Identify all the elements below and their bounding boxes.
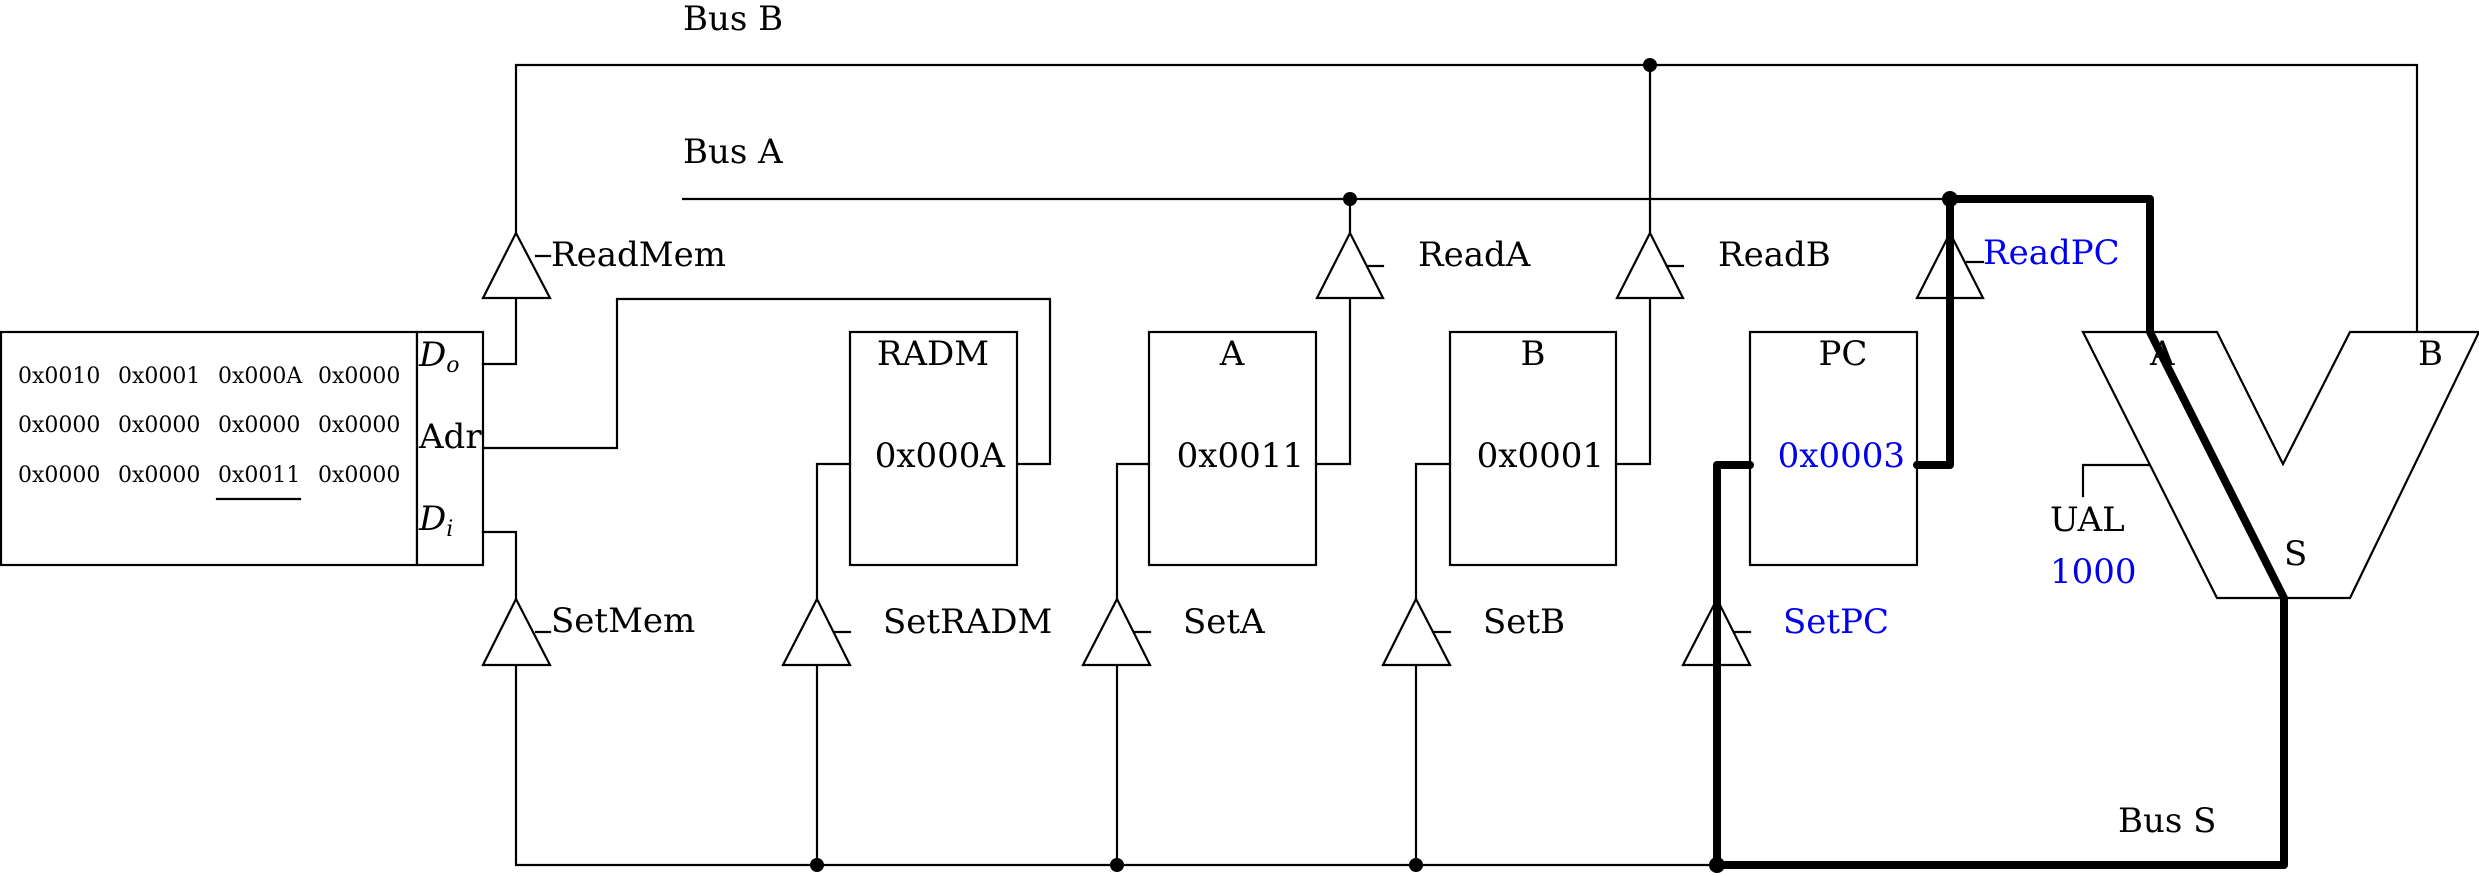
read-a-label: ReadA	[1418, 235, 1531, 275]
alu-opcode[interactable]: 1000	[2050, 552, 2137, 592]
radm-input-wire	[815, 462, 852, 601]
a-output-wire	[1314, 296, 1352, 466]
bus-s-label: Bus S	[2118, 801, 2216, 841]
memory-cell[interactable]: 0x0000	[218, 413, 300, 438]
alu-control-wire	[2081, 463, 2151, 498]
set-radm-label: SetRADM	[883, 602, 1052, 642]
bus-a-label: Bus A	[683, 132, 783, 172]
memory-block: 0x0010 0x0001 0x000A 0x0000 0x0000 0x000…	[0, 330, 485, 567]
register-radm-value: 0x000A	[875, 436, 1006, 476]
set-a-label: SetA	[1183, 602, 1265, 642]
memory-cell[interactable]: 0x0000	[318, 463, 400, 488]
read-mem-buffer[interactable]	[481, 230, 552, 300]
alu-label: UAL	[2050, 500, 2125, 540]
alu-input-b-label: B	[2418, 334, 2443, 374]
bus-a-junction-a	[1343, 192, 1357, 206]
bus-s-junction-pc	[1709, 857, 1725, 873]
port-adr-label: Adr	[418, 417, 482, 457]
memory-array	[0, 330, 419, 567]
register-pc[interactable]	[1748, 330, 1919, 567]
port-di-main: D	[418, 499, 446, 539]
set-pc-label: SetPC	[1783, 602, 1889, 642]
memory-cell[interactable]: 0x0000	[318, 413, 400, 438]
set-mem-buffer[interactable]	[481, 596, 552, 667]
memory-cell[interactable]: 0x0010	[18, 364, 100, 389]
radm-to-adr-wire	[481, 297, 1052, 466]
bus-b-wire	[514, 63, 2419, 334]
memory-cells: 0x0010 0x0001 0x000A 0x0000 0x0000 0x000…	[18, 364, 400, 488]
a-input-wire	[1115, 462, 1151, 601]
active-data-path	[1713, 195, 2288, 869]
register-b-value: 0x0001	[1477, 436, 1604, 476]
set-mem-label: SetMem	[551, 601, 695, 641]
register-a-value: 0x0011	[1177, 436, 1304, 476]
memory-cell[interactable]: 0x0001	[118, 364, 200, 389]
memory-cell[interactable]: 0x0000	[118, 463, 200, 488]
memory-cell[interactable]: 0x0000	[318, 364, 400, 389]
di-wire	[481, 530, 518, 601]
bus-b-label: Bus B	[683, 0, 783, 39]
register-b[interactable]	[1448, 330, 1618, 567]
memory-cell[interactable]: 0x0000	[18, 413, 100, 438]
read-pc-label: ReadPC	[1983, 233, 2120, 273]
bus-a-junction-pc	[1942, 191, 1958, 207]
memory-cell[interactable]: 0x0000	[18, 463, 100, 488]
port-di-label: Di	[418, 499, 453, 542]
read-mem-label: ReadMem	[551, 235, 726, 275]
register-a-name: A	[1219, 334, 1245, 374]
port-di-sub: i	[446, 517, 453, 542]
port-do-label: Do	[418, 335, 460, 378]
register-a[interactable]	[1147, 330, 1318, 567]
do-wire	[481, 296, 518, 366]
register-pc-value: 0x0003	[1778, 436, 1905, 476]
register-b-name: B	[1521, 334, 1546, 374]
memory-cell-selected[interactable]: 0x0011	[218, 463, 300, 488]
memory-cell[interactable]: 0x0000	[118, 413, 200, 438]
register-pc-name: PC	[1819, 334, 1868, 374]
port-do-sub: o	[446, 353, 459, 378]
port-do-main: D	[418, 335, 446, 375]
b-input-wire	[1414, 462, 1452, 601]
set-b-label: SetB	[1483, 602, 1565, 642]
alu-output-s-label: S	[2284, 534, 2307, 574]
memory-ports	[415, 330, 485, 567]
b-output-wire	[1614, 296, 1652, 466]
register-radm[interactable]	[848, 330, 1019, 567]
bus-s-wire	[514, 663, 1719, 867]
memory-cell[interactable]: 0x000A	[218, 364, 303, 389]
register-radm-name: RADM	[877, 334, 989, 374]
bus-b-junction	[1643, 58, 1657, 72]
read-b-label: ReadB	[1718, 235, 1831, 275]
